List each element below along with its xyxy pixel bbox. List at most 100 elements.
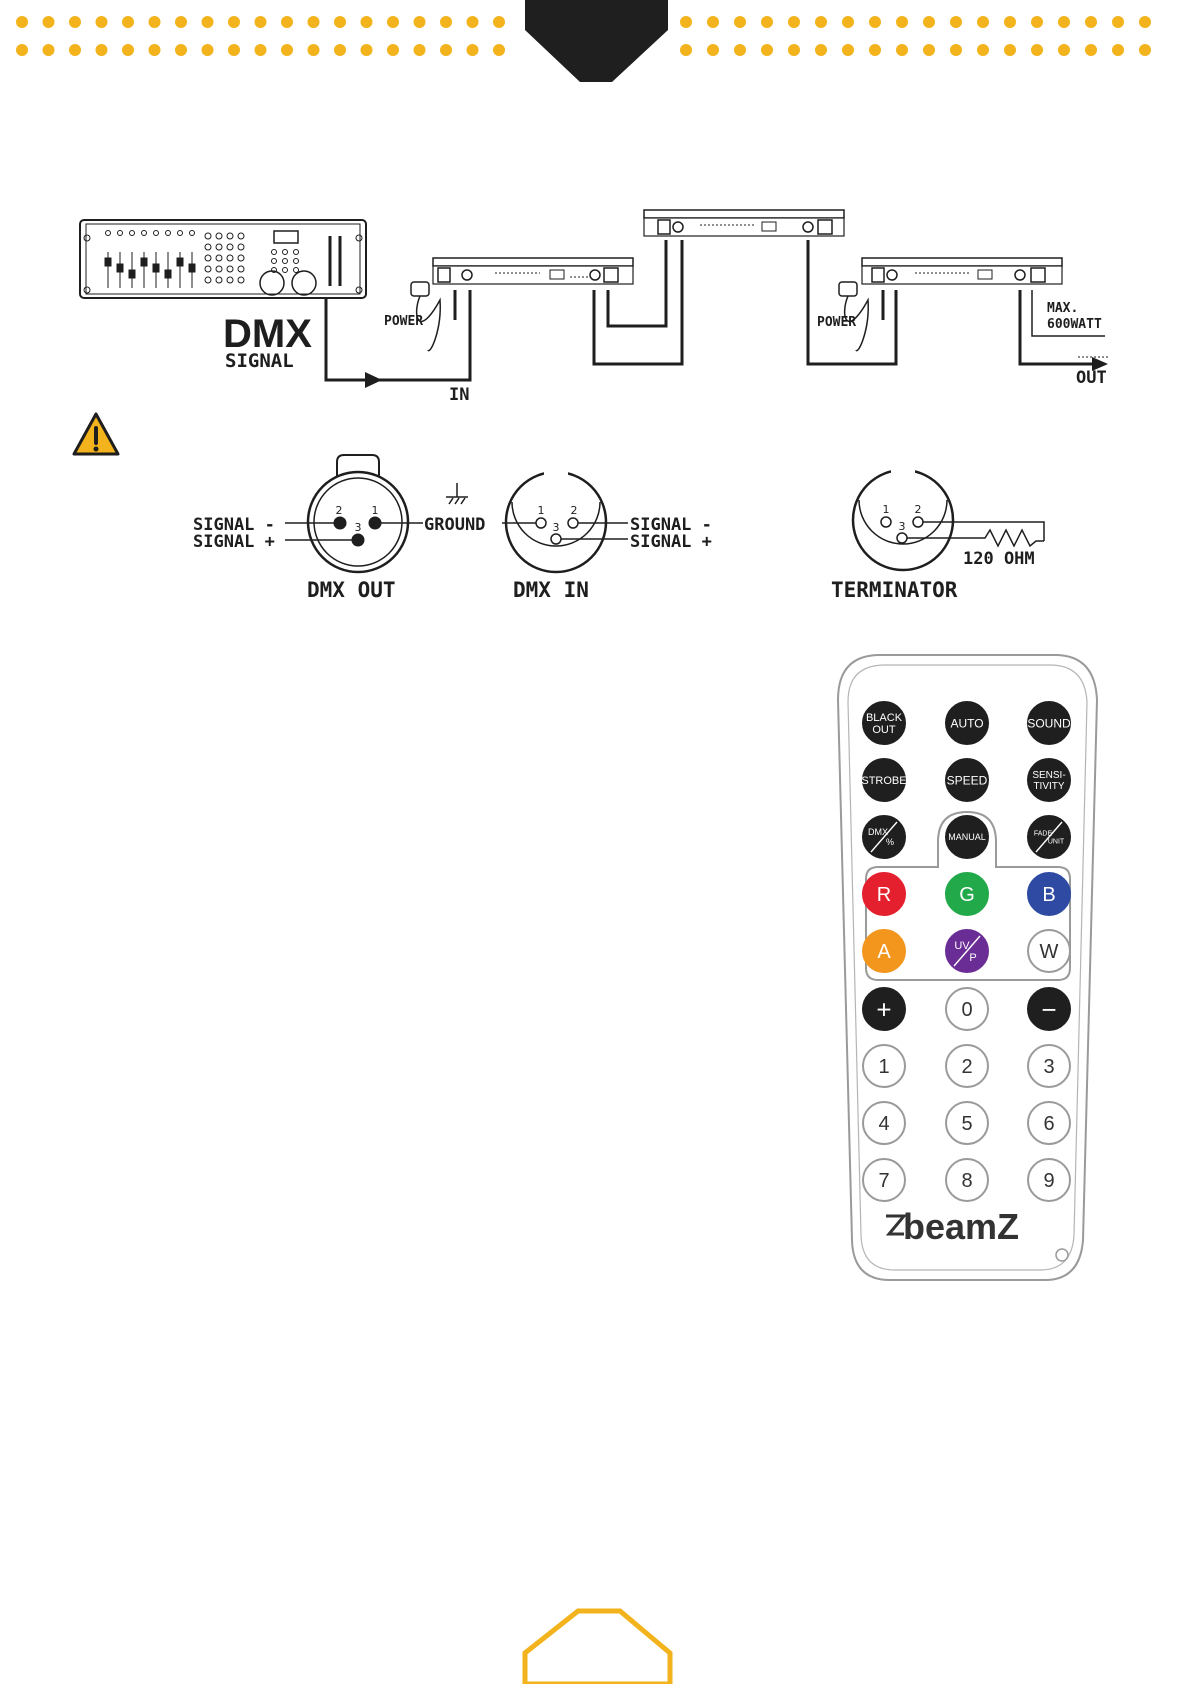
digit-2-button[interactable]: 2 xyxy=(946,1045,988,1087)
connector-dmx-in xyxy=(502,470,628,572)
header-dot xyxy=(1031,16,1043,28)
dmx-controller xyxy=(80,220,366,298)
warning-triangle-icon xyxy=(74,414,118,454)
header-dot xyxy=(16,44,28,56)
power-label-left: POWER xyxy=(384,314,423,329)
header-dot xyxy=(896,16,908,28)
fixture-1 xyxy=(433,258,633,284)
fader-knob xyxy=(165,270,171,278)
blackout-button-label: BLACK xyxy=(866,712,903,724)
auto-button[interactable]: AUTO xyxy=(946,702,988,744)
plus-button-label: + xyxy=(876,994,891,1024)
ground-symbol xyxy=(446,483,468,504)
in-label: IN xyxy=(449,385,469,405)
header-dot xyxy=(361,16,373,28)
digit-8-button[interactable]: 8 xyxy=(946,1159,988,1201)
digit-3-button[interactable]: 3 xyxy=(1028,1045,1070,1087)
out-pin-2: 2 xyxy=(336,504,343,517)
connector-dmx-out xyxy=(285,455,423,572)
digit-4-button[interactable]: 4 xyxy=(863,1102,905,1144)
header-dot xyxy=(1085,16,1097,28)
dmx-percent-button-label: DMX xyxy=(868,827,888,837)
digit-7-button[interactable]: 7 xyxy=(863,1159,905,1201)
strobe-button[interactable]: STROBE xyxy=(861,759,906,801)
fader-knob xyxy=(105,258,111,266)
red-button[interactable]: R xyxy=(863,873,905,915)
dmx-in-label: DMX IN xyxy=(513,578,589,602)
sound-button[interactable]: SOUND xyxy=(1027,702,1071,744)
header-dot xyxy=(69,44,81,56)
header-dot xyxy=(1004,44,1016,56)
white-button-label: W xyxy=(1040,941,1059,963)
header-dot xyxy=(334,16,346,28)
term-pin-3: 3 xyxy=(899,520,906,533)
header-dot xyxy=(1112,16,1124,28)
red-button-label: R xyxy=(877,884,891,906)
header-dot xyxy=(255,44,267,56)
terminator-label: TERMINATOR xyxy=(831,578,958,602)
header-dot xyxy=(734,16,746,28)
digit-9-button-label: 9 xyxy=(1043,1170,1054,1192)
blue-button[interactable]: B xyxy=(1028,873,1070,915)
header-dot xyxy=(1085,44,1097,56)
header-dot xyxy=(950,44,962,56)
header-dot xyxy=(175,44,187,56)
header-dot xyxy=(977,44,989,56)
digit-5-button[interactable]: 5 xyxy=(946,1102,988,1144)
header-dot xyxy=(202,44,214,56)
header-dot xyxy=(1139,44,1151,56)
header-dot xyxy=(440,44,452,56)
watt-label: 600WATT xyxy=(1047,317,1102,332)
header-notch-shape xyxy=(525,0,668,82)
digit-6-button[interactable]: 6 xyxy=(1028,1102,1070,1144)
header-dot xyxy=(707,16,719,28)
header-dot xyxy=(281,44,293,56)
white-button[interactable]: W xyxy=(1028,930,1070,972)
remote-control: BLACKOUT AUTO SOUND STROBE SPEED SENSI-TIVITY… xyxy=(838,655,1097,1280)
header-dot xyxy=(1031,44,1043,56)
blue-button-label: B xyxy=(1042,884,1055,906)
header-dot xyxy=(308,44,320,56)
header-dot xyxy=(761,16,773,28)
dmx-out-signal-plus: SIGNAL + xyxy=(193,532,275,552)
header-dot xyxy=(228,44,240,56)
header-dot xyxy=(734,44,746,56)
header-dot xyxy=(96,44,108,56)
sensitivity-button[interactable]: SENSI-TIVITY xyxy=(1028,759,1070,801)
digit-9-button[interactable]: 9 xyxy=(1028,1159,1070,1201)
manual-button[interactable]: MANUAL xyxy=(946,816,988,858)
fader-knob xyxy=(117,264,123,272)
plus-button[interactable]: + xyxy=(863,988,905,1030)
strobe-button-label: STROBE xyxy=(861,775,906,787)
amber-button[interactable]: A xyxy=(863,930,905,972)
out-pin-1: 1 xyxy=(372,504,379,517)
fade-unit-button-label: UNIT xyxy=(1048,839,1065,846)
header-dot xyxy=(69,16,81,28)
header-dot xyxy=(308,16,320,28)
fade-unit-button-label: FADE xyxy=(1034,831,1053,838)
header-dot xyxy=(815,16,827,28)
speed-button[interactable]: SPEED xyxy=(946,759,988,801)
header-dot xyxy=(334,44,346,56)
header-dot xyxy=(228,16,240,28)
zero-button[interactable]: 0 xyxy=(946,988,988,1030)
digit-1-button[interactable]: 1 xyxy=(863,1045,905,1087)
manual-button-label: MANUAL xyxy=(948,832,986,842)
header-dot xyxy=(923,16,935,28)
digit-8-button-label: 8 xyxy=(961,1170,972,1192)
digit-1-button-label: 1 xyxy=(878,1056,889,1078)
uv-p-button[interactable]: UVP xyxy=(946,930,988,972)
green-button[interactable]: G xyxy=(946,873,988,915)
dmx-percent-button[interactable]: DMX% xyxy=(863,816,905,858)
header-dots-left xyxy=(16,16,505,56)
uv-p-button-label: UV xyxy=(954,940,970,952)
fader-knob xyxy=(189,264,195,272)
header-dot xyxy=(43,16,55,28)
blackout-button-label: OUT xyxy=(872,724,896,736)
signal-arrow-in xyxy=(365,372,382,388)
minus-button[interactable]: − xyxy=(1028,988,1070,1030)
fader-knob xyxy=(153,264,159,272)
minus-button-label: − xyxy=(1041,994,1056,1024)
